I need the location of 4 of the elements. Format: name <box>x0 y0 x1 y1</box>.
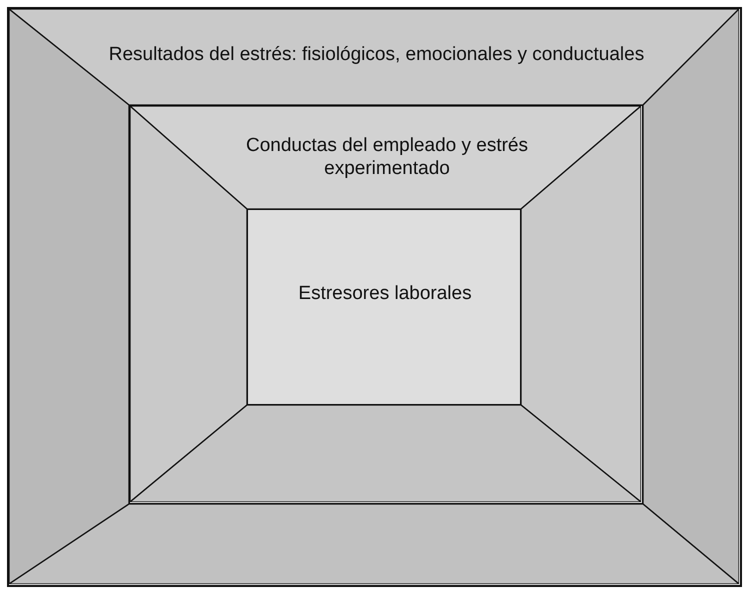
heading-text: Estresores laborales <box>297 282 473 305</box>
heading-text: Conductas del empleado y estrés experimentado <box>245 134 529 180</box>
heading-text: Resultados del estrés: fisiológicos, emocionales y conductuales <box>108 43 646 66</box>
inner-panel <box>247 209 521 405</box>
